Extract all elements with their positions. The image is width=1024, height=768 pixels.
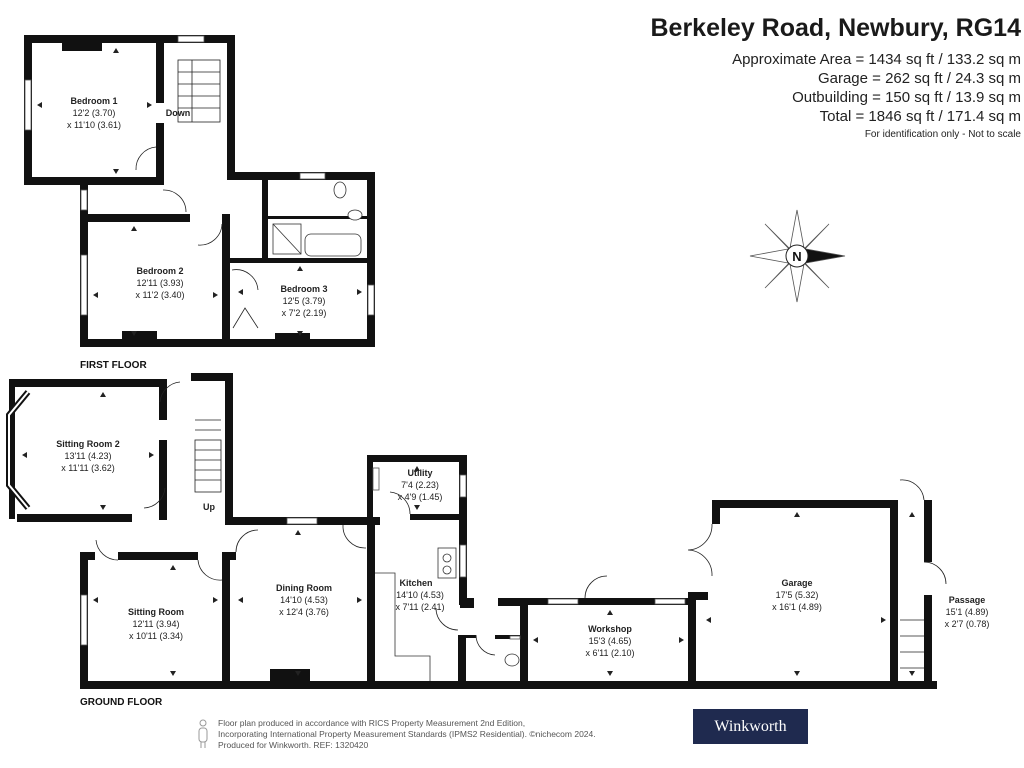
- room-sitting-name: Sitting Room: [128, 607, 184, 617]
- area-garage: Garage = 262 sq ft / 24.3 sq m: [817, 70, 1021, 87]
- room-passage-dim1: 15'1 (4.89): [946, 607, 989, 617]
- door-swings: [95, 146, 947, 656]
- room-garage-dim1: 17'5 (5.32): [776, 590, 819, 600]
- room-sitting-dim2: x 10'11 (3.34): [129, 631, 183, 641]
- area-outbuilding: Outbuilding = 150 sq ft / 13.9 sq m: [792, 89, 1021, 106]
- room-utility-dim2: x 4'9 (1.45): [398, 492, 443, 502]
- area-approximate: Approximate Area = 1434 sq ft / 133.2 sq…: [732, 51, 1021, 68]
- room-sitting2-dim1: 13'11 (4.23): [64, 451, 111, 461]
- compass-rose: [749, 209, 846, 303]
- room-garage-dim2: x 16'1 (4.89): [772, 602, 822, 612]
- room-bedroom3-dim1: 12'5 (3.79): [283, 296, 326, 306]
- property-title: Berkeley Road, Newbury, RG14: [650, 14, 1021, 42]
- room-utility-name: Utility: [407, 468, 432, 478]
- person-icon: [198, 719, 208, 748]
- room-bedroom2-name: Bedroom 2: [136, 266, 183, 276]
- room-dining-name: Dining Room: [276, 583, 332, 593]
- compass-north-label: N: [792, 249, 801, 264]
- footer-line-3: Produced for Winkworth. REF: 1320420: [218, 740, 369, 750]
- footer-text: Floor plan produced in accordance with R…: [218, 718, 596, 751]
- kitchen-fittings: [375, 547, 457, 681]
- bathroom-fixtures: [272, 181, 520, 667]
- windows: [24, 35, 686, 646]
- room-dining-dim1: 14'10 (4.53): [280, 595, 328, 605]
- area-total: Total = 1846 sq ft / 171.4 sq m: [819, 108, 1021, 125]
- dimension-markers: [22, 48, 915, 676]
- room-utility-dim1: 7'4 (2.23): [401, 480, 439, 490]
- footer-line-1: Floor plan produced in accordance with R…: [218, 718, 526, 728]
- room-workshop-dim2: x 6'11 (2.10): [585, 648, 634, 658]
- room-sitting2-name: Sitting Room 2: [56, 439, 120, 449]
- room-kitchen-dim2: x 7'11 (2.41): [395, 602, 444, 612]
- footer-line-2: Incorporating International Property Mea…: [218, 729, 596, 739]
- room-workshop-dim1: 15'3 (4.65): [589, 636, 632, 646]
- room-sitting-dim1: 12'11 (3.94): [132, 619, 179, 629]
- room-passage-name: Passage: [949, 595, 986, 605]
- room-kitchen-dim1: 14'10 (4.53): [396, 590, 444, 600]
- stairs-down-label: Down: [166, 108, 191, 118]
- room-bedroom1-dim2: x 11'10 (3.61): [67, 120, 121, 130]
- disclaimer-note: For identification only - Not to scale: [864, 129, 1021, 140]
- staircases: [177, 59, 924, 669]
- brand-badge: Winkworth: [693, 709, 808, 744]
- first-floor-label: FIRST FLOOR: [80, 360, 147, 371]
- room-workshop-name: Workshop: [588, 624, 632, 634]
- room-bedroom1-dim1: 12'2 (3.70): [73, 108, 116, 118]
- room-passage-dim2: x 2'7 (0.78): [945, 619, 990, 629]
- ground-floor-label: GROUND FLOOR: [80, 697, 163, 708]
- room-bedroom1-name: Bedroom 1: [70, 96, 117, 106]
- stairs-up-label: Up: [203, 502, 215, 512]
- room-dining-dim2: x 12'4 (3.76): [279, 607, 329, 617]
- room-sitting2-dim2: x 11'11 (3.62): [61, 463, 114, 473]
- room-bedroom3-name: Bedroom 3: [280, 284, 327, 294]
- room-bedroom2-dim1: 12'11 (3.93): [136, 278, 183, 288]
- bay-window: [6, 390, 31, 510]
- room-bedroom2-dim2: x 11'2 (3.40): [135, 290, 184, 300]
- room-kitchen-name: Kitchen: [399, 578, 432, 588]
- room-garage-name: Garage: [781, 578, 812, 588]
- room-bedroom3-dim2: x 7'2 (2.19): [282, 308, 327, 318]
